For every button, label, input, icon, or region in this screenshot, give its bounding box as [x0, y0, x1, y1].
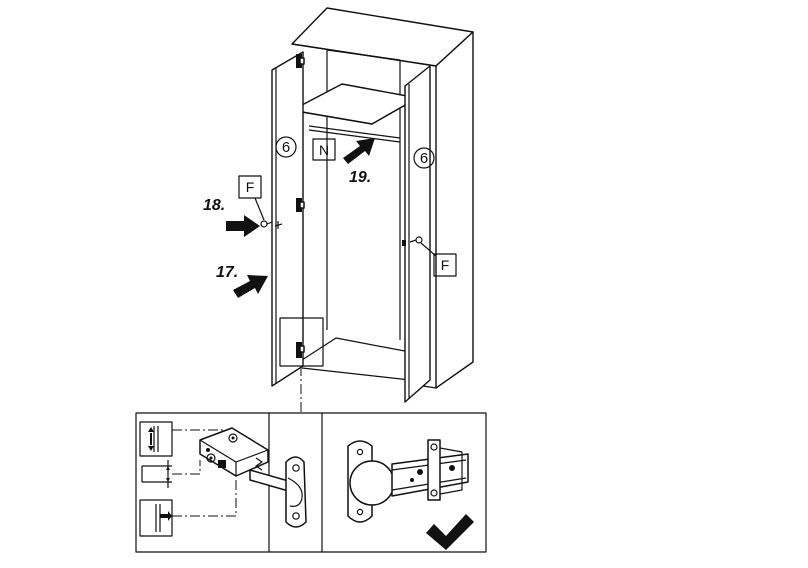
part-f-right-label: F	[420, 242, 457, 277]
hinge-arm	[199, 427, 293, 493]
step-17-label: 17.	[216, 264, 238, 281]
svg-text:6: 6	[282, 139, 290, 156]
right-side-panel	[435, 31, 474, 389]
right-door	[404, 65, 431, 403]
hinge-middle-left	[296, 198, 305, 212]
hinge-top-view	[347, 439, 469, 523]
adjust-height-diagram	[139, 421, 173, 457]
adjust-side-diagram	[139, 499, 173, 537]
svg-text:F: F	[246, 179, 255, 195]
left-door	[271, 51, 304, 387]
arrow-icon	[343, 138, 375, 164]
svg-text:F: F	[441, 257, 450, 273]
adjust-depth-diagram	[141, 460, 172, 488]
handle-left	[260, 220, 283, 229]
arrow-icon	[226, 215, 260, 237]
part-n-label: N	[312, 138, 336, 161]
hinge-cup-plate	[285, 456, 307, 528]
part-f-left-label: F	[238, 175, 265, 221]
step-17-arrow	[233, 275, 268, 298]
step-18-arrow	[226, 215, 260, 237]
handle-right	[402, 236, 423, 246]
arrow-icon	[233, 275, 268, 298]
hinge-detail-panel	[135, 412, 487, 553]
svg-text:6: 6	[420, 150, 428, 167]
checkmark-icon	[426, 514, 474, 550]
bottom-panel	[301, 337, 411, 381]
step-18-label: 18.	[203, 197, 225, 214]
step-19-arrow	[343, 138, 375, 164]
step-19-label: 19.	[349, 169, 371, 186]
wardrobe	[260, 7, 474, 412]
hanging-rail	[308, 125, 401, 139]
part-6-left-marker: 6	[275, 136, 297, 158]
part-6-right-marker: 6	[413, 147, 435, 169]
hinge-bottom-left	[296, 342, 305, 358]
svg-text:N: N	[319, 142, 329, 158]
upper-shelf	[301, 83, 408, 125]
hinge-top-left	[296, 54, 305, 68]
